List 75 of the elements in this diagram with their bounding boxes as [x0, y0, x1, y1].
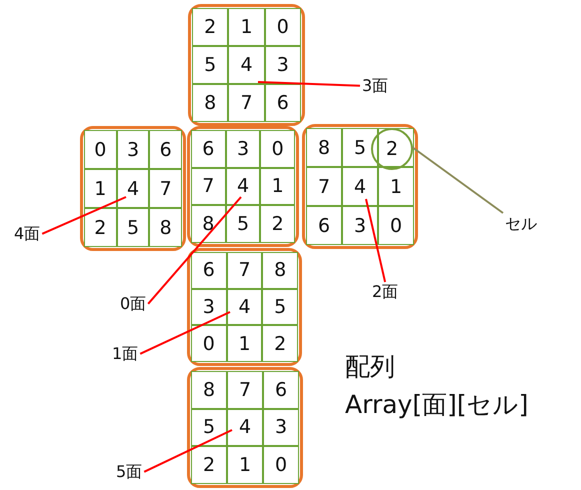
grid-cell: 4 — [342, 167, 378, 206]
face-grid — [187, 367, 303, 488]
face-label: 0面 — [120, 295, 146, 313]
face-grid — [188, 4, 305, 126]
leader-line — [144, 429, 232, 473]
face-label: 2面 — [372, 283, 398, 301]
grid-cell: 6 — [264, 84, 301, 122]
grid-cell: 2 — [84, 208, 117, 247]
grid-cell: 1 — [226, 325, 262, 362]
grid-cell: 5 — [192, 46, 228, 84]
grid-cell: 8 — [306, 128, 342, 167]
face-grid — [187, 126, 299, 247]
face-label: 3面 — [362, 77, 388, 95]
grid-cell: 1 — [228, 8, 265, 46]
grid-cell: 8 — [191, 205, 226, 243]
face-grid — [80, 126, 186, 251]
face-label: セル — [505, 215, 537, 233]
grid-cell: 7 — [306, 167, 342, 206]
grid-cell: 6 — [306, 206, 342, 245]
grid-cell: 7 — [149, 169, 182, 208]
grid-cell: 0 — [263, 446, 299, 484]
grid-cell: 7 — [191, 168, 226, 206]
grid-cell: 1 — [84, 169, 117, 208]
grid-cell: 8 — [149, 208, 182, 247]
note-text: Array[面][セル] — [345, 390, 528, 420]
grid-cell: 0 — [264, 8, 301, 46]
leader-line — [411, 146, 504, 214]
grid-cell: 7 — [226, 252, 262, 289]
grid-cell: 1 — [227, 446, 263, 484]
face-label: 1面 — [112, 345, 138, 363]
grid-cell: 2 — [191, 446, 227, 484]
grid-cell: 3 — [226, 130, 260, 168]
grid-cell: 5 — [342, 128, 378, 167]
grid-cell: 2 — [192, 8, 228, 46]
grid-cell: 8 — [192, 84, 228, 122]
grid-cell: 4 — [228, 46, 265, 84]
grid-cell: 4 — [226, 288, 262, 326]
grid-cell: 3 — [342, 206, 378, 245]
face-label: 5面 — [116, 463, 142, 481]
face-label: 4面 — [14, 225, 40, 243]
grid-cell: 3 — [264, 46, 301, 84]
face-grid — [187, 248, 302, 366]
leader-line — [365, 198, 386, 282]
grid-cell: 8 — [191, 371, 227, 409]
grid-cell: 6 — [263, 371, 299, 409]
grid-cell: 3 — [263, 408, 299, 446]
grid-cell: 7 — [228, 84, 265, 122]
grid-cell: 2 — [260, 205, 295, 243]
grid-cell: 5 — [191, 408, 227, 446]
grid-cell: 7 — [227, 371, 263, 409]
grid-cell: 3 — [116, 130, 150, 169]
grid-cell: 6 — [191, 130, 226, 168]
grid-cell: 4 — [116, 169, 150, 208]
grid-cell: 2 — [262, 325, 298, 362]
grid-cell: 8 — [262, 252, 298, 289]
leader-line — [42, 196, 126, 235]
grid-cell: 6 — [191, 252, 227, 289]
grid-cell: 0 — [84, 130, 117, 169]
grid-cell: 4 — [226, 168, 260, 206]
grid-cell: 5 — [226, 205, 260, 243]
grid-cell: 4 — [227, 408, 263, 446]
grid-cell: 5 — [116, 208, 150, 247]
grid-cell: 1 — [260, 168, 295, 206]
grid-cell: 0 — [191, 325, 227, 362]
grid-cell: 6 — [149, 130, 182, 169]
leader-line — [140, 311, 230, 355]
grid-cell: 5 — [262, 288, 298, 326]
grid-cell: 0 — [378, 206, 414, 245]
leader-line — [258, 81, 360, 87]
grid-cell: 3 — [191, 288, 227, 326]
face-grid — [302, 124, 418, 249]
grid-cell: 0 — [260, 130, 295, 168]
circled-cell: 2 — [371, 128, 413, 170]
grid-cell: 1 — [378, 167, 414, 206]
note-text: 配列 — [345, 352, 395, 382]
